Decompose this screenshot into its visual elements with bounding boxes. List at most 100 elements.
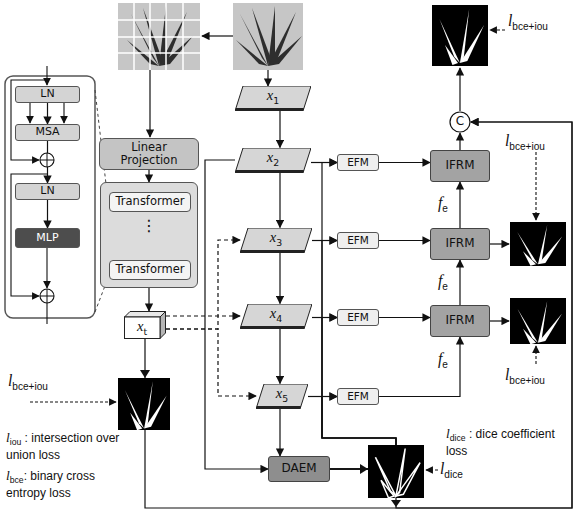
cube-top: [125, 312, 166, 318]
symbol-letter: l: [8, 372, 12, 389]
symbol-letter: l: [505, 132, 509, 149]
subscript: 1: [273, 94, 279, 105]
feature-map: x5: [256, 384, 308, 409]
flow-arrow: [148, 288, 149, 311]
feature-map: x1: [235, 86, 311, 111]
loss-label: lbce+iou: [505, 366, 545, 387]
symbol-letter: l: [446, 426, 450, 441]
symbol-letter: f: [438, 194, 442, 211]
node-text: LN: [40, 185, 54, 198]
flow-arrow: [379, 240, 430, 241]
flow-arrow: [330, 122, 572, 508]
loss-label: ldice: [440, 460, 463, 481]
mask-shape: [439, 9, 484, 65]
loss-note: liou : intersection over union loss: [6, 430, 131, 462]
add-symbol: [40, 153, 54, 167]
node-text: EFM: [347, 390, 369, 402]
feature-face: [256, 384, 308, 409]
feature-edge: [240, 326, 305, 329]
node-text: EFM: [347, 156, 369, 168]
subscript: e: [442, 281, 448, 292]
symbol-letter: f: [438, 272, 442, 289]
symbol-letter: l: [6, 430, 10, 445]
mask-shape: [517, 225, 562, 266]
patch-grid: [118, 3, 200, 70]
loss-label: lbce+iou: [508, 12, 548, 33]
flow-arrow: [148, 170, 149, 182]
mask-shape: [125, 381, 167, 430]
plant-picture: [236, 6, 302, 66]
flow-arrow: [379, 317, 430, 318]
mask-shape: [517, 301, 562, 344]
transformer-box: Transformer: [109, 192, 191, 212]
loss-note: lbce: binary cross entropy loss: [6, 468, 131, 500]
transformer-stack: ⋮TransformerTransformer: [100, 182, 198, 288]
flow-arrow: [145, 122, 572, 508]
subscript: bce: [10, 475, 24, 485]
concat-circle: C: [449, 111, 471, 133]
subscript: e: [442, 203, 448, 214]
feature-map: x3: [240, 228, 312, 253]
flow-arrow: [279, 409, 280, 457]
subscript: 3: [276, 236, 282, 247]
node-text: MSA: [35, 126, 59, 139]
feature-label: fe: [438, 194, 448, 215]
symbol-letter: x: [270, 229, 276, 245]
flow-arrow: [279, 173, 280, 228]
feature-face: [240, 228, 312, 253]
loss-pointers: [30, 30, 536, 470]
subscript: e: [442, 359, 448, 370]
loss-note: ldice : dice coefficient loss: [446, 426, 568, 458]
node-text: x3: [270, 229, 282, 248]
feature-edge: [256, 406, 301, 409]
edge-shape: [375, 449, 420, 498]
node-text: EFM: [347, 234, 369, 246]
symbol-letter: x: [267, 87, 273, 103]
symbol-letter: l: [440, 460, 444, 477]
feature-label: fe: [438, 350, 448, 371]
flow-arrow: [459, 260, 460, 305]
flow-arrow: [459, 182, 460, 228]
module-box: EFM: [337, 232, 379, 249]
node-text: ⋮: [101, 217, 197, 235]
edge-mask: [368, 445, 424, 498]
node-text: EFM: [347, 311, 369, 323]
loss-label: lbce+iou: [505, 132, 545, 153]
subscript: dice: [450, 433, 466, 443]
refine-box: IFRM: [430, 305, 490, 337]
cube-front: [125, 317, 161, 339]
subscript: t: [143, 326, 147, 337]
node-text: Linear Projection: [103, 141, 195, 167]
symbol-letter: x: [267, 149, 273, 165]
projection-box: Linear Projection: [99, 138, 199, 170]
dashed-arrow: [166, 329, 256, 396]
feature-edge: [235, 108, 304, 111]
output-mask: [510, 298, 566, 344]
node-text: LN: [40, 88, 54, 101]
node-text: IFRM: [445, 314, 474, 328]
node-text: Transformer: [115, 195, 184, 208]
token-cube: xt: [124, 311, 166, 339]
feature-edge: [235, 170, 304, 173]
module-box: EFM: [337, 154, 379, 171]
symbol-letter: f: [438, 350, 442, 367]
flow-arrows: [150, 36, 509, 321]
node-text: Transformer: [115, 263, 184, 276]
node-text: DAEM: [281, 462, 316, 476]
flow-arrow: [379, 337, 460, 397]
subscript: 2: [273, 156, 279, 167]
patch-photo: [118, 3, 200, 70]
node-text: xt: [137, 318, 147, 337]
symbol-letter: l: [6, 468, 10, 483]
feature-map: x4: [240, 304, 312, 329]
node-text: x5: [276, 385, 288, 404]
flow-arrow: [279, 329, 280, 384]
node-text: x1: [267, 87, 279, 106]
feature-map: x2: [235, 148, 311, 173]
module-box: EFM: [337, 388, 379, 405]
subscript: 4: [276, 312, 282, 323]
norm-box: LN: [15, 86, 80, 103]
flow-arrow: [322, 241, 396, 470]
